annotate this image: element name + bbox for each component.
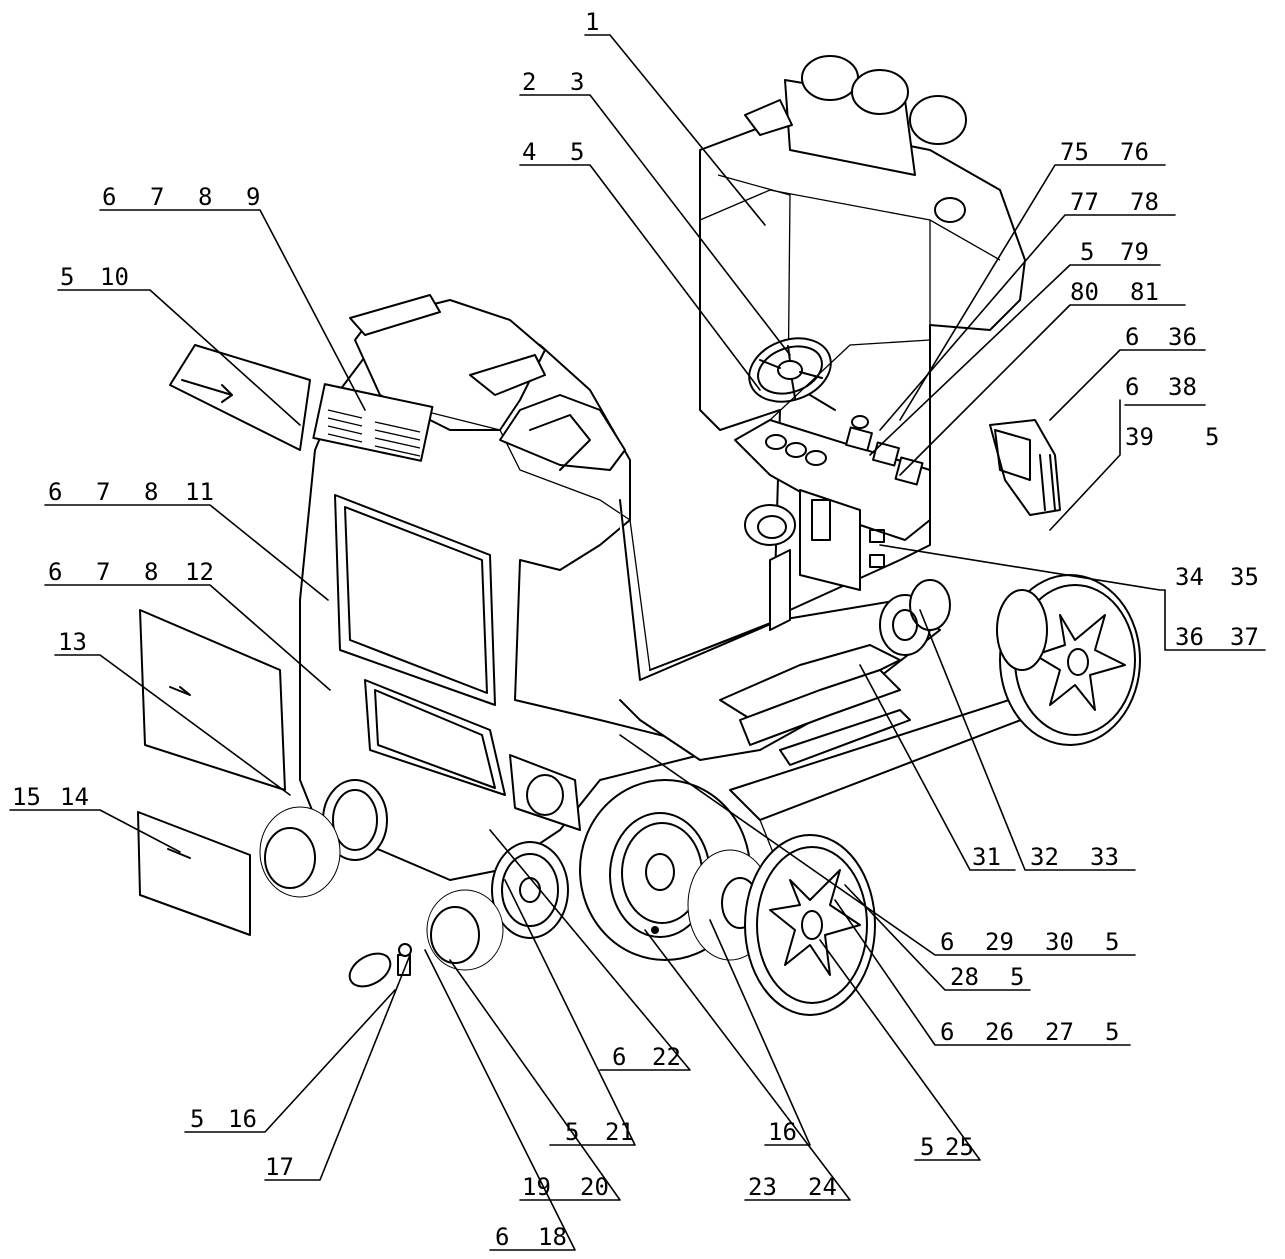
callout-c3-label-2: 5 (570, 138, 584, 166)
callout-c24-label-1: 34 (1175, 563, 1204, 591)
callout-c22-label-1: 32 (1030, 843, 1059, 871)
callout-c17-label-1: 16 (768, 1118, 797, 1146)
callout-c25-label-1: 36 (1175, 623, 1204, 651)
callout-c15-label-2: 22 (652, 1043, 681, 1071)
machine-body (299, 55, 1061, 939)
callout-c26-label-1: 6 (1125, 373, 1139, 401)
callout-c24-label-2: 35 (1230, 563, 1259, 591)
knob-center (426, 889, 504, 971)
callout-labels: 1 2 3 4 5 6 7 8 9 5 10 6 7 8 11 6 7 8 12… (12, 8, 1259, 1251)
callout-c22-label-2: 33 (1090, 843, 1119, 871)
speaker-square (509, 754, 581, 831)
callout-c31-label-2: 78 (1130, 188, 1159, 216)
callout-c6-label-3: 8 (144, 478, 158, 506)
rear-tower (699, 119, 1026, 611)
callout-c29-label-2: 81 (1130, 278, 1159, 306)
callout-c1-label-1: 1 (585, 8, 599, 36)
callout-c11-label-1: 17 (265, 1153, 294, 1181)
knob-left (259, 806, 341, 898)
callout-c14-label-1: 5 (565, 1118, 579, 1146)
callout-c32-label-1: 75 (1060, 138, 1089, 166)
plate-14 (137, 811, 251, 936)
main-screen (334, 494, 496, 706)
hood-grille (312, 383, 434, 462)
callout-c19-label-3: 27 (1045, 1018, 1074, 1046)
callout-c18-label-1: 5 (920, 1133, 934, 1161)
callout-c20-label-1: 28 (950, 963, 979, 991)
callout-c28-label-1: 6 (1125, 323, 1139, 351)
callout-c4-label-4: 9 (246, 183, 260, 211)
callout-c19-label-2: 26 (985, 1018, 1014, 1046)
callout-c27-label-1: 39 (1125, 423, 1154, 451)
callout-c2-label-1: 2 (522, 68, 536, 96)
callout-c7-label-2: 7 (96, 558, 110, 586)
callout-c31-label-1: 77 (1070, 188, 1099, 216)
callout-c21-label-4: 5 (1105, 928, 1119, 956)
callout-c29-label-1: 80 (1070, 278, 1099, 306)
callout-c30-label-2: 79 (1120, 238, 1149, 266)
callout-c25-label-2: 37 (1230, 623, 1259, 651)
callout-c19-label-4: 5 (1105, 1018, 1119, 1046)
callout-c21-label-3: 30 (1045, 928, 1074, 956)
callout-c23-label-1: 31 (972, 843, 1001, 871)
callout-c30-label-1: 5 (1080, 238, 1094, 266)
plate-13 (139, 609, 286, 791)
callout-c9-label-1: 15 (12, 783, 41, 811)
callout-c5-label-1: 5 (60, 263, 74, 291)
small-fastener-set (348, 943, 412, 988)
callout-c20-label-2: 5 (1010, 963, 1024, 991)
callout-c16-label-2: 24 (808, 1173, 837, 1201)
callout-c4-label-1: 6 (102, 183, 116, 211)
callout-c13-label-1: 19 (522, 1173, 551, 1201)
callout-c27-label-2: 5 (1205, 423, 1219, 451)
callout-c12-label-2: 18 (538, 1223, 567, 1251)
dashboard-console (734, 419, 931, 541)
callout-c6-label-4: 11 (185, 478, 214, 506)
callout-c4-label-3: 8 (198, 183, 212, 211)
callout-c7-label-4: 12 (185, 558, 214, 586)
steering-wheel (748, 337, 836, 411)
callout-c16-label-1: 23 (748, 1173, 777, 1201)
callout-c6-label-2: 7 (96, 478, 110, 506)
callout-c21-label-2: 29 (985, 928, 1014, 956)
callout-c3-label-1: 4 (522, 138, 536, 166)
callout-c28-label-2: 36 (1168, 323, 1197, 351)
lower-panel (364, 679, 506, 796)
callout-c8-label-1: 13 (58, 628, 87, 656)
callout-c21-label-1: 6 (940, 928, 954, 956)
callout-c15-label-1: 6 (612, 1043, 626, 1071)
callout-c13-label-2: 20 (580, 1173, 609, 1201)
spoked-wheel-rear (996, 574, 1141, 746)
callout-c7-label-1: 6 (48, 558, 62, 586)
side-chassis (619, 499, 941, 761)
callout-c2-label-2: 3 (570, 68, 584, 96)
callout-c6-label-1: 6 (48, 478, 62, 506)
callout-c10-label-1: 5 (190, 1105, 204, 1133)
plate-10 (169, 344, 311, 451)
callout-c7-label-3: 8 (144, 558, 158, 586)
callout-c4-label-2: 7 (150, 183, 164, 211)
callout-c9-label-2: 14 (60, 783, 89, 811)
callout-c10-label-2: 16 (228, 1105, 257, 1133)
callout-c18-label-2: 25 (945, 1133, 974, 1161)
callout-c5-label-2: 10 (100, 263, 129, 291)
callout-c26-label-2: 38 (1168, 373, 1197, 401)
callout-c14-label-2: 21 (605, 1118, 634, 1146)
leader-lines (9, 34, 1266, 1251)
speaker-center (491, 841, 569, 939)
rear-small-wheel (879, 579, 951, 656)
callout-c19-label-1: 6 (940, 1018, 954, 1046)
callout-c32-label-2: 76 (1120, 138, 1149, 166)
callout-c12-label-1: 6 (495, 1223, 509, 1251)
